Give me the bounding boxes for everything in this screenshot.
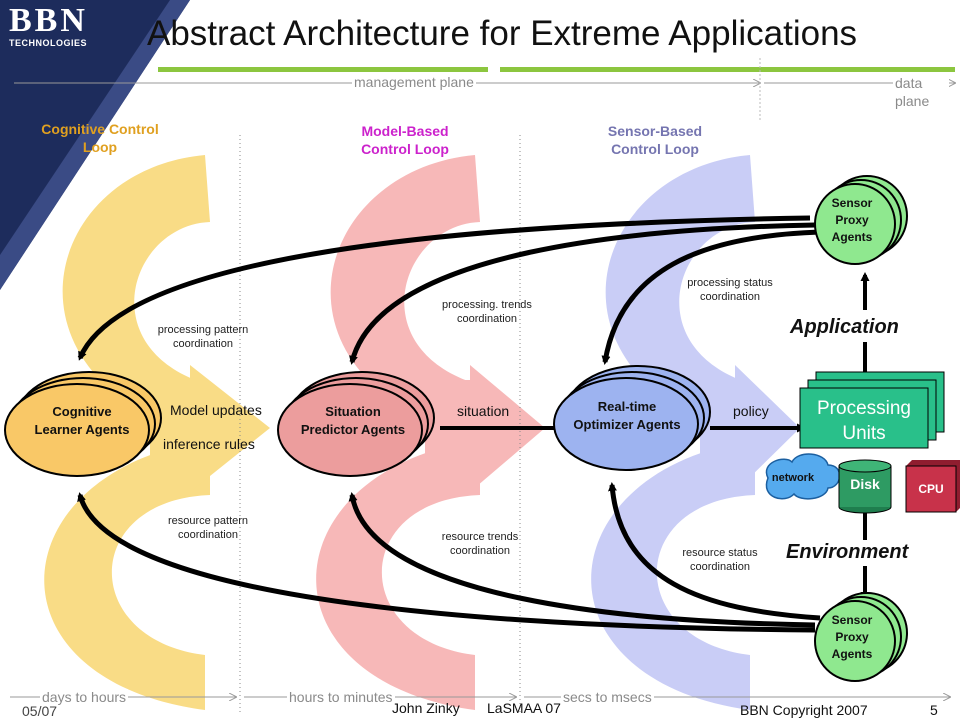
resource-status-label: resource status coordination: [682, 547, 758, 573]
processing-units-shape[interactable]: [799, 371, 945, 449]
title-rule-right: [500, 67, 955, 72]
arrow-processing-trends: [349, 222, 816, 365]
chevron-model-updates: [150, 365, 270, 492]
disk-label: Disk: [850, 476, 880, 492]
title-rule-left: [158, 67, 488, 72]
inference-rules-label: inference rules: [163, 436, 255, 452]
processing-trends-label: processing. trends coordination: [442, 299, 532, 325]
situation-predictor-agents-label: Situation Predictor Agents: [300, 404, 406, 437]
cognitive-learner-agents-label: Cognitive Learner Agents: [34, 404, 130, 437]
footer-author: John Zinky: [392, 700, 460, 716]
situation-predictor-agents-shape[interactable]: [277, 371, 435, 477]
cognitive-loop-shape: [62, 155, 210, 440]
application-label: Application: [790, 316, 899, 338]
sensor-proxy-agents-bottom-label: Sensor Proxy Agents: [831, 613, 873, 661]
timescale-days: days to hours: [40, 689, 129, 705]
cognitive-learner-agents-shape[interactable]: [4, 371, 162, 477]
network-label: network: [771, 472, 815, 484]
processing-pattern-label: processing pattern coordination: [157, 324, 249, 350]
sensor-proxy-agents-top-label: Sensor Proxy Agents: [831, 196, 873, 244]
footer-event: LaSMAA 07: [487, 700, 561, 716]
model-loop-title: Model-Based Control Loop: [361, 123, 449, 157]
arrow-resource-pattern: [77, 492, 816, 633]
environment-label: Environment: [786, 541, 909, 563]
processing-units-label: Processing Units: [817, 398, 911, 444]
policy-label: policy: [733, 403, 769, 419]
arrow-resource-trends: [348, 492, 816, 628]
model-loop-lower: [316, 440, 480, 710]
cognitive-loop-title: Cognitive Control Loop: [41, 121, 159, 155]
model-updates-label: Model updates: [170, 402, 262, 418]
model-loop-shape: [330, 155, 480, 440]
cpu-shape: [905, 460, 960, 513]
realtime-optimizer-agents-label: Real-time Optimizer Agents: [573, 399, 681, 432]
sensor-loop-title: Sensor-Based Control Loop: [607, 123, 703, 157]
sensor-loop-lower: [591, 440, 755, 710]
arrow-processing-status: [601, 229, 821, 365]
resource-trends-label: resource trends coordination: [441, 531, 519, 557]
disk-shape: [838, 459, 892, 514]
timescale-hours: hours to minutes: [287, 689, 395, 705]
sensor-proxy-agents-bottom-shape[interactable]: [814, 592, 908, 682]
processing-status-label: processing status coordination: [687, 277, 773, 303]
bbn-logo: BBN: [9, 2, 88, 39]
resource-pattern-label: resource pattern coordination: [167, 515, 249, 541]
situation-label: situation: [457, 403, 510, 419]
data-plane-label: data plane: [893, 74, 949, 110]
arrow-processing-pattern: [77, 215, 811, 361]
arrow-resource-status: [608, 482, 821, 621]
cognitive-loop-lower: [44, 440, 210, 710]
realtime-optimizer-agents-shape[interactable]: [553, 365, 711, 471]
bbn-logo-subtitle: TECHNOLOGIES: [9, 38, 88, 48]
slide-title: Abstract Architecture for Extreme Applic…: [147, 14, 858, 53]
footer-page-number: 5: [930, 702, 938, 718]
footer-date: 05/07: [22, 703, 58, 719]
logo-corner-stripe: [0, 0, 190, 290]
cpu-label: CPU: [918, 482, 944, 496]
management-plane-label: management plane: [352, 74, 476, 90]
footer-copyright: BBN Copyright 2007: [740, 702, 868, 718]
timescale-secs: secs to msecs: [561, 689, 654, 705]
sensor-proxy-agents-top-shape[interactable]: [814, 175, 908, 265]
